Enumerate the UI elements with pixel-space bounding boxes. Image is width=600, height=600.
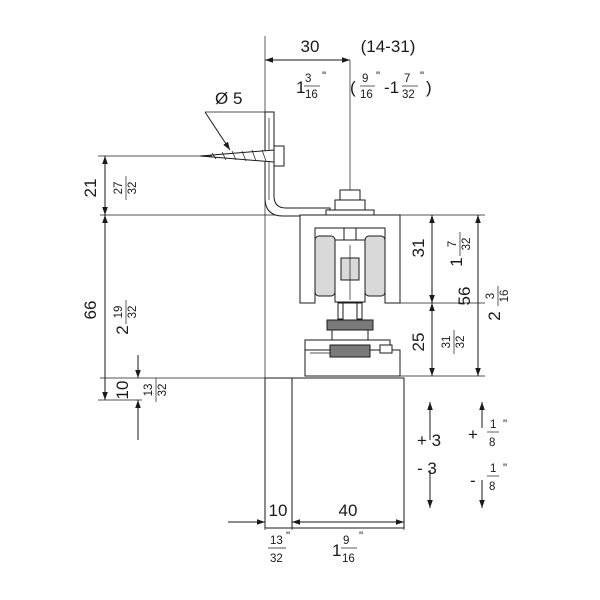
svg-text:27: 27: [113, 182, 125, 195]
door-panel: [264, 377, 405, 529]
dimension-right-25: 25 31 32: [409, 303, 467, 376]
adj-minus-label: - 3: [417, 459, 437, 478]
dimension-right-31: 31 1 7 32: [409, 215, 473, 303]
svg-text:1: 1: [490, 419, 496, 431]
svg-text:25: 25: [409, 333, 428, 352]
svg-text:": ": [503, 419, 507, 431]
svg-text:19: 19: [113, 306, 125, 319]
svg-text:": ": [376, 71, 380, 83]
svg-text:56: 56: [455, 287, 474, 306]
svg-text:32: 32: [461, 238, 473, 251]
dimension-bottom-10: 10 13 32 ": [228, 501, 290, 565]
svg-text:32: 32: [157, 384, 169, 397]
svg-text:1: 1: [490, 463, 496, 475]
svg-text:32: 32: [127, 306, 139, 319]
range-in-dash: -1: [384, 78, 399, 97]
dim-range-label: (14-31): [361, 37, 416, 56]
screw-diameter-callout: Ø 5: [204, 89, 268, 151]
svg-text:7: 7: [447, 241, 459, 247]
range-in-close: ): [426, 78, 432, 97]
svg-text:10: 10: [269, 501, 288, 520]
svg-text:8: 8: [489, 481, 495, 493]
svg-text:2: 2: [485, 311, 504, 320]
svg-text:": ": [420, 71, 424, 83]
svg-text:32: 32: [270, 553, 283, 565]
svg-text:": ": [503, 463, 507, 475]
svg-text:32: 32: [455, 336, 467, 349]
range-in-b-num: 7: [404, 73, 410, 85]
hanger-bolt: [304, 302, 401, 377]
dimension-right-56: 56 2 3 16: [455, 215, 511, 376]
svg-text:3: 3: [485, 293, 497, 299]
svg-text:10: 10: [113, 381, 132, 400]
svg-text:9: 9: [343, 535, 349, 547]
adj-plus-label: + 3: [417, 431, 441, 450]
svg-text:16: 16: [499, 290, 511, 303]
svg-text:": ": [286, 531, 290, 543]
svg-text:31: 31: [441, 336, 453, 349]
dimension-left-66: 66 2 19 32: [81, 215, 139, 400]
svg-text:21: 21: [81, 179, 100, 198]
dimension-top-30: 30 (14-31) 1 3 16 " ( 9 16 " -1 7 32 " ): [265, 37, 432, 101]
svg-text:66: 66: [81, 301, 100, 320]
range-in-open: (: [350, 78, 356, 97]
adj-in-minus: -: [470, 471, 476, 490]
svg-text:": ": [359, 531, 363, 543]
track-profile: [299, 214, 401, 320]
svg-text:13: 13: [143, 384, 155, 397]
range-in-b-den: 32: [402, 89, 415, 101]
wall-screw: [199, 145, 285, 167]
svg-text:8: 8: [489, 437, 495, 449]
svg-text:1: 1: [332, 541, 341, 560]
range-in-a-num: 9: [362, 73, 368, 85]
svg-text:32: 32: [127, 182, 139, 195]
svg-text:13: 13: [270, 535, 283, 547]
svg-text:31: 31: [409, 239, 428, 258]
dimension-left-10: 10 13 32: [113, 355, 169, 440]
dim-30-in-whole: 1: [296, 78, 305, 97]
svg-text:1: 1: [447, 257, 466, 266]
svg-text:40: 40: [339, 501, 358, 520]
svg-text:2: 2: [113, 325, 132, 334]
adj-in-plus: +: [468, 425, 478, 444]
svg-text:": ": [322, 71, 326, 83]
screw-diameter-label: Ø 5: [215, 89, 242, 108]
range-in-a-den: 16: [360, 89, 373, 101]
svg-text:16: 16: [342, 553, 355, 565]
dim-30-in-den: 16: [305, 89, 318, 101]
dimension-bottom-40: 40 1 9 16 ": [292, 501, 404, 565]
dimension-left-21: 21 27 32: [81, 156, 139, 215]
dim-30-label: 30: [301, 37, 320, 56]
dim-30-in-num: 3: [305, 73, 311, 85]
height-adjustment: + 3 - 3 + 1 8 " - 1 8 ": [417, 402, 507, 508]
